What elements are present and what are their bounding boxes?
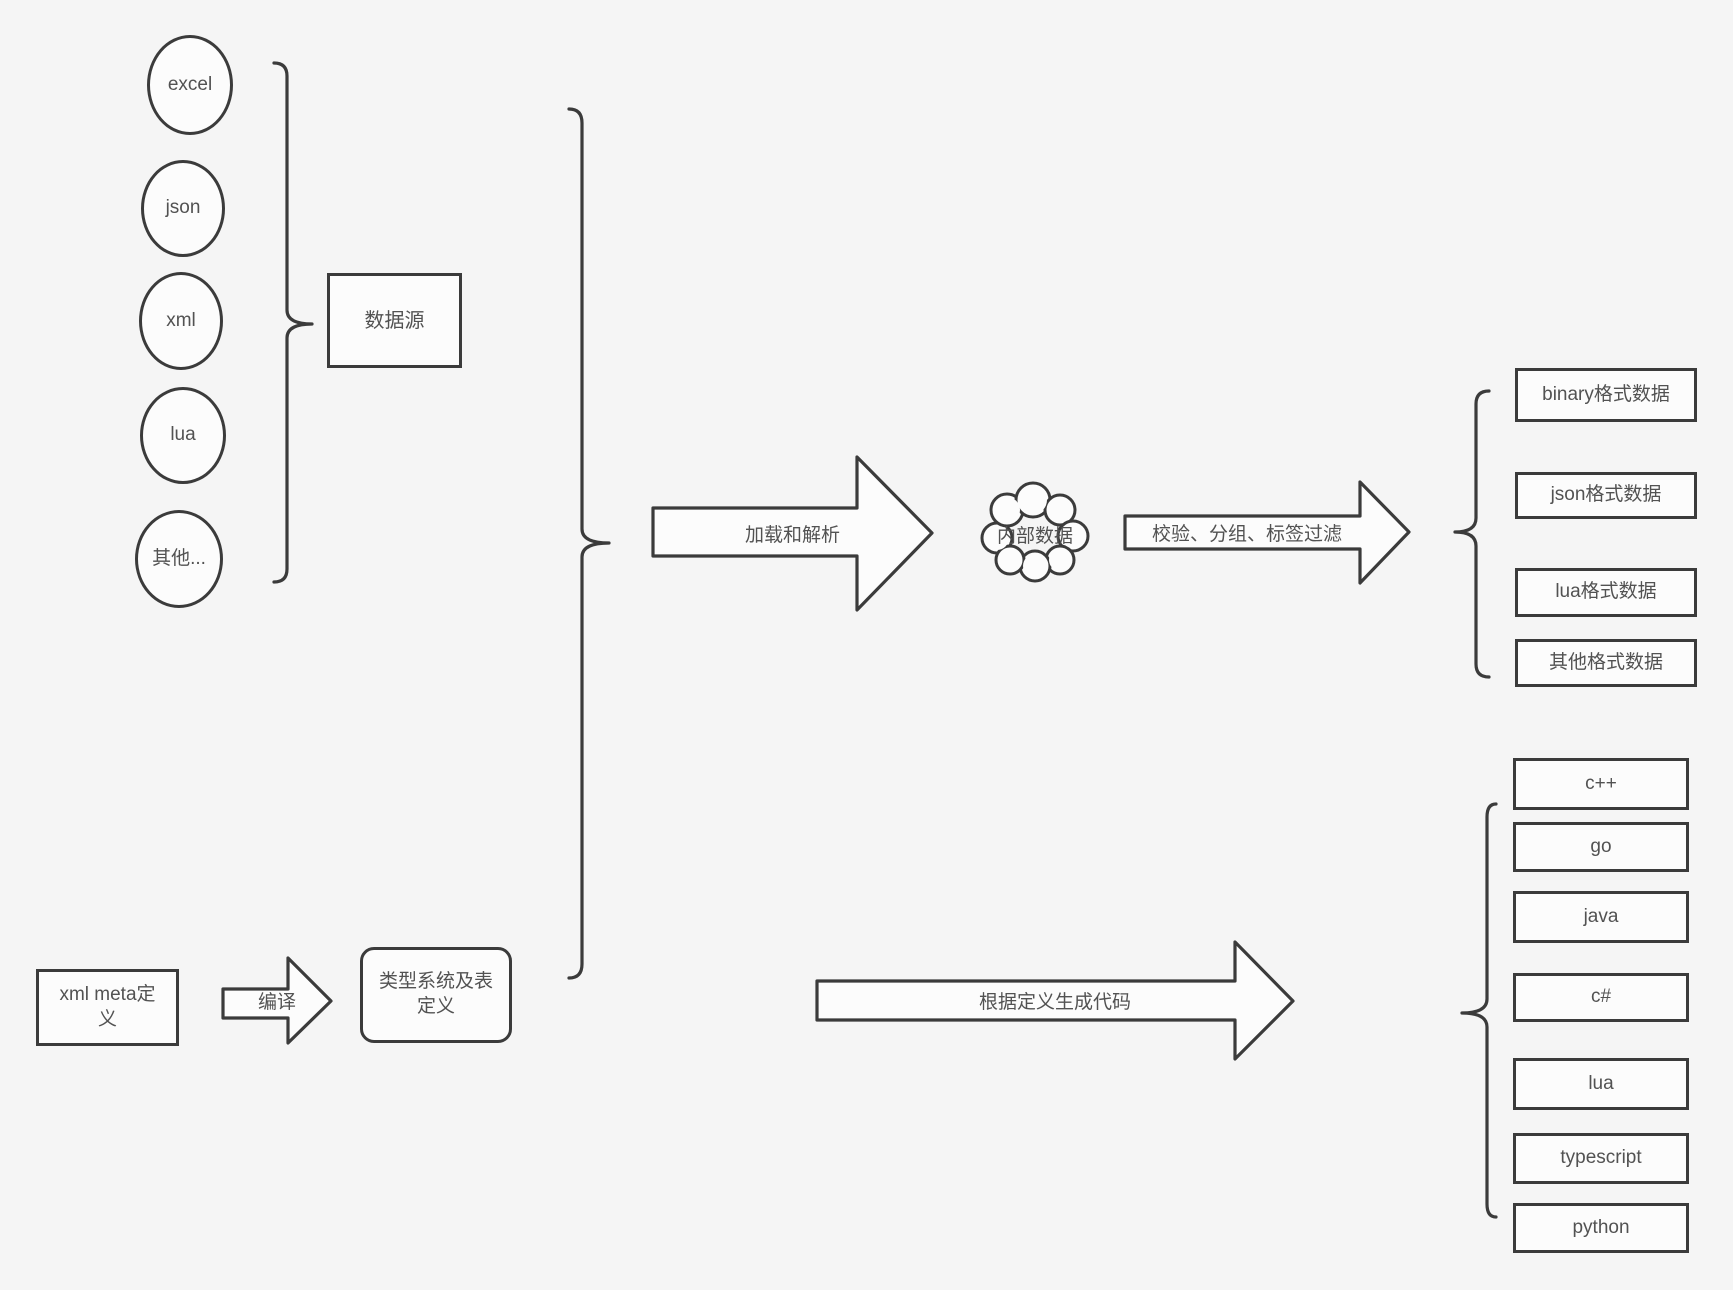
data-source-box: 数据源 bbox=[327, 273, 462, 368]
pipeline-brace bbox=[567, 107, 611, 980]
codegen-arrow: 根据定义生成代码 bbox=[815, 940, 1295, 1061]
source-label: excel bbox=[167, 73, 213, 95]
format-box-binary: binary格式数据 bbox=[1515, 368, 1697, 422]
filter-arrow: 校验、分组、标签过滤 bbox=[1123, 480, 1411, 585]
language-box-cpp: c++ bbox=[1513, 758, 1689, 810]
languages-brace bbox=[1460, 802, 1498, 1219]
source-ellipse-excel: excel bbox=[147, 35, 233, 135]
filter-arrow-shape bbox=[1123, 480, 1411, 585]
language-box-lua: lua bbox=[1513, 1058, 1689, 1110]
codegen-arrow-label: 根据定义生成代码 bbox=[978, 992, 1131, 1013]
load-parse-arrow-shape bbox=[651, 455, 934, 612]
source-ellipse-lua: lua bbox=[140, 387, 226, 484]
formats-brace bbox=[1453, 389, 1491, 679]
source-ellipse-xml: xml bbox=[139, 272, 223, 370]
type-system-box: 类型系统及表定义 bbox=[360, 947, 512, 1043]
source-label: xml bbox=[166, 309, 196, 331]
format-box-lua: lua格式数据 bbox=[1515, 568, 1697, 617]
source-ellipse-json: json bbox=[141, 160, 225, 257]
format-label: binary格式数据 bbox=[1542, 383, 1670, 405]
language-label: lua bbox=[1588, 1072, 1614, 1094]
sources-brace bbox=[272, 61, 314, 584]
language-box-go: go bbox=[1513, 822, 1689, 872]
format-label: lua格式数据 bbox=[1555, 581, 1657, 603]
language-box-java: java bbox=[1513, 891, 1689, 943]
format-label: 其他格式数据 bbox=[1548, 651, 1663, 673]
source-label: lua bbox=[170, 424, 196, 446]
load-parse-arrow: 加载和解析 bbox=[651, 455, 934, 612]
internal-data-cloud: 内部数据 bbox=[975, 478, 1095, 590]
source-label: json bbox=[165, 197, 201, 219]
filter-arrow-label: 校验、分组、标签过滤 bbox=[1151, 524, 1342, 545]
compile-arrow-label: 编译 bbox=[257, 992, 296, 1013]
language-label: java bbox=[1583, 905, 1619, 927]
data-source-label: 数据源 bbox=[364, 309, 425, 332]
language-label: c# bbox=[1590, 986, 1612, 1008]
xml-meta-box: xml meta定义 bbox=[36, 969, 179, 1046]
language-box-csharp: c# bbox=[1513, 973, 1689, 1022]
format-box-others: 其他格式数据 bbox=[1515, 639, 1697, 687]
type-system-label: 类型系统及表定义 bbox=[378, 971, 493, 1017]
internal-data-label: 内部数据 bbox=[996, 525, 1073, 547]
format-box-json: json格式数据 bbox=[1515, 472, 1697, 519]
language-box-typescript: typescript bbox=[1513, 1133, 1689, 1184]
compile-arrow-shape bbox=[221, 956, 333, 1045]
language-label: c++ bbox=[1585, 772, 1617, 794]
language-label: typescript bbox=[1560, 1147, 1642, 1169]
load-parse-arrow-label: 加载和解析 bbox=[744, 525, 840, 546]
source-ellipse-others: 其他... bbox=[135, 510, 223, 608]
compile-arrow: 编译 bbox=[221, 956, 333, 1045]
language-label: python bbox=[1572, 1216, 1630, 1238]
xml-meta-label: xml meta定义 bbox=[59, 983, 156, 1030]
codegen-arrow-shape bbox=[815, 940, 1295, 1061]
source-label: 其他... bbox=[152, 547, 206, 569]
language-label: go bbox=[1590, 835, 1612, 857]
format-label: json格式数据 bbox=[1550, 484, 1662, 506]
language-box-python: python bbox=[1513, 1203, 1689, 1253]
